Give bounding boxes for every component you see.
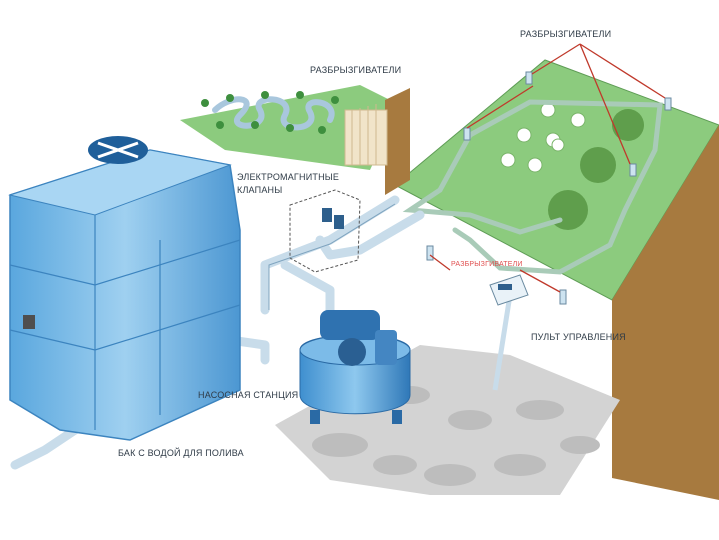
- solenoid-valves: [289, 189, 361, 273]
- pump-station: [299, 310, 411, 424]
- label-pump-station: НАСОСНАЯ СТАНЦИЯ: [198, 390, 298, 400]
- soil-side-left: [385, 88, 410, 195]
- water-tank: [8, 136, 241, 441]
- fence: [344, 104, 388, 166]
- garden-pipes: [402, 99, 663, 275]
- tank-hatch: [88, 136, 148, 164]
- label-sprinklers-left: РАЗБРЫЗГИВАТЕЛИ: [310, 65, 401, 75]
- avito-logo-icon: [620, 498, 645, 526]
- avito-watermark: Avito: [620, 498, 704, 529]
- label-solenoid-line2: КЛАПАНЫ: [237, 185, 282, 195]
- sprinkler-head: [426, 245, 434, 261]
- sprinkler-head: [525, 71, 533, 85]
- drip-hose: [212, 96, 335, 131]
- sprinkler-head: [559, 289, 567, 305]
- garden-plants: [500, 102, 644, 230]
- soil-side-right: [612, 125, 719, 500]
- plants: [201, 91, 339, 134]
- pointer-lines: [429, 43, 666, 293]
- label-water-tank: БАК С ВОДОЙ ДЛЯ ПОЛИВА: [118, 447, 244, 458]
- watermark-text: Avito: [650, 504, 704, 529]
- sprinkler-head: [463, 127, 471, 141]
- sprinkler-heads: [426, 71, 672, 305]
- sprinkler-head: [629, 163, 637, 177]
- label-control-panel: ПУЛЬТ УПРАВЛЕНИЯ: [531, 332, 626, 342]
- label-sprinklers-small: РАЗБРЫЗГИВАТЕЛИ: [451, 261, 523, 268]
- label-solenoid-line1: ЭЛЕКТРОМАГНИТНЫЕ: [237, 172, 339, 182]
- label-sprinklers-top-right: РАЗБРЫЗГИВАТЕЛИ: [520, 29, 611, 39]
- control-panel: [489, 274, 529, 391]
- lawn-plot: [180, 85, 410, 195]
- sprinkler-head: [664, 97, 672, 111]
- tank-valve: [23, 315, 35, 329]
